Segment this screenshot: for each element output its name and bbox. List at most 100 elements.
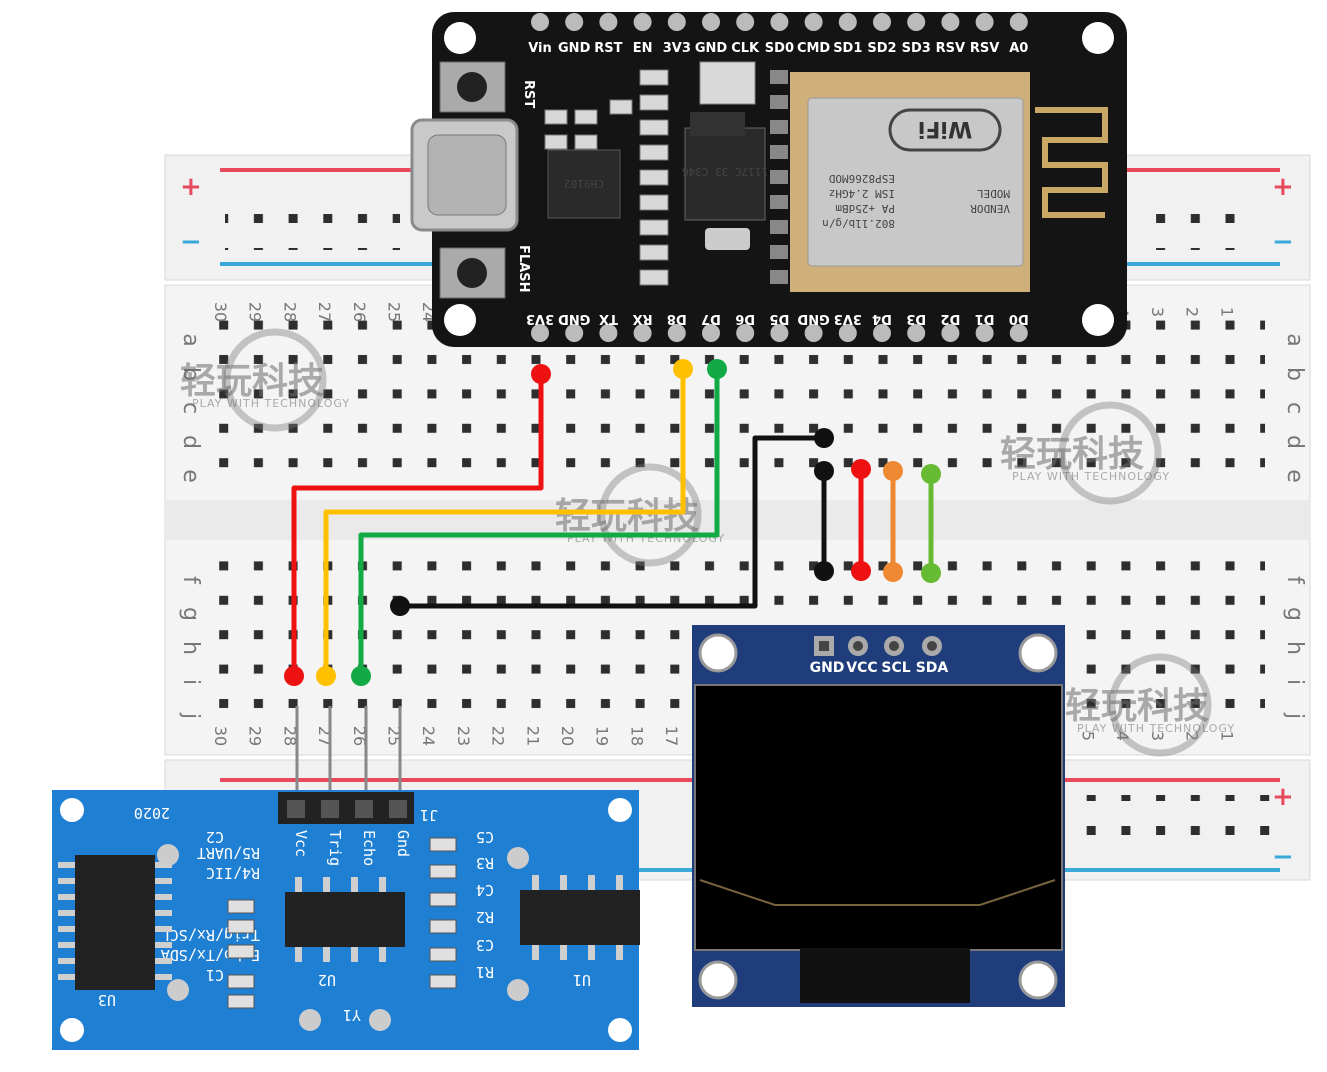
sensor-smd <box>227 994 255 1009</box>
sensor-smd <box>227 899 255 914</box>
wire-end <box>316 666 336 686</box>
pin-label: GND <box>797 311 830 326</box>
column-number: 30 <box>211 302 230 322</box>
sensor-pin-label: Echo <box>360 830 378 866</box>
row-letter: a <box>1282 333 1307 346</box>
sensor-part-label: C3 <box>476 936 494 954</box>
flash-label: FLASH <box>516 245 531 292</box>
row-letter: g <box>1282 607 1307 621</box>
wire-gnd-black <box>400 435 824 609</box>
wire-trig-yellow <box>323 369 686 676</box>
wire-end <box>531 364 551 384</box>
smd-resistor <box>639 144 669 161</box>
via-pad <box>167 979 189 1001</box>
smd-pad <box>770 195 788 209</box>
header-pin <box>804 324 823 342</box>
sensor-pin-label: Vcc <box>292 830 310 857</box>
header-pin <box>873 324 891 342</box>
svg-text:802.11b/g/n: 802.11b/g/n <box>822 217 895 230</box>
svg-text:PLAY WITH TECHNOLOGY: PLAY WITH TECHNOLOGY <box>1077 722 1235 735</box>
rail-minus-label: − <box>180 227 202 257</box>
wire-end <box>390 596 410 616</box>
sensor-part-label: U1 <box>573 971 591 989</box>
pin-label: D0 <box>1009 311 1029 326</box>
wire-end <box>921 563 941 583</box>
flash-button[interactable] <box>439 247 506 299</box>
header-pin <box>565 324 584 342</box>
sensor-smd <box>429 919 457 934</box>
svg-text:轻玩科技: 轻玩科技 <box>180 361 324 402</box>
pin-label: 3V3 <box>663 41 691 56</box>
wire-end <box>851 561 871 581</box>
smd-resistor <box>639 194 669 211</box>
mount-hole <box>608 1018 632 1042</box>
header-pin <box>565 13 584 31</box>
wire-end <box>851 459 871 479</box>
mount-hole <box>1018 633 1058 673</box>
row-letter: h <box>178 641 203 655</box>
wire-end <box>284 666 304 686</box>
pin-label: TX <box>599 311 618 326</box>
top-rail-holes-right <box>1140 190 1260 250</box>
header-pin <box>633 13 652 31</box>
column-number: 27 <box>315 302 334 322</box>
mount-hole <box>698 633 738 673</box>
mount-hole <box>1018 960 1058 1000</box>
column-number: 23 <box>454 726 473 746</box>
smd-pad <box>770 145 788 159</box>
oled-pin-label: GND <box>810 660 845 676</box>
sensor-pin-label: Trig <box>326 830 344 866</box>
row-letter: h <box>1282 641 1307 655</box>
header-pin <box>531 324 549 342</box>
pin-label: GND <box>695 41 728 56</box>
column-number: 28 <box>280 302 299 322</box>
pin-label: RSV <box>970 41 999 56</box>
mount-hole <box>444 22 476 54</box>
header-pin <box>770 13 789 31</box>
header-pin <box>1009 13 1028 31</box>
row-letter: c <box>178 402 203 414</box>
header-pin <box>838 324 857 342</box>
pin-label: SD1 <box>833 41 862 56</box>
sensor-smd <box>227 919 255 934</box>
smd-pad <box>770 220 788 234</box>
sensor-part-label: R3 <box>476 854 494 872</box>
sensor-note: R5/UART <box>197 844 260 862</box>
smd-capacitor <box>574 109 598 125</box>
column-number: 30 <box>211 726 230 746</box>
header-pin <box>873 13 891 31</box>
header-pin <box>1009 324 1028 342</box>
svg-text:MODEL: MODEL <box>977 187 1010 200</box>
pin-label: RX <box>633 311 653 326</box>
sensor-pin-label: Gnd <box>394 830 412 857</box>
smd-pad <box>770 170 788 184</box>
column-number: 28 <box>280 726 299 746</box>
sensor-chip-u3 <box>75 855 155 990</box>
rail-plus-label: + <box>1272 782 1294 812</box>
regulator-text: 1117C 33 C34G <box>682 165 768 178</box>
pin-label: RSV <box>936 41 965 56</box>
smd-resistor <box>639 219 669 236</box>
mount-hole <box>60 1018 84 1042</box>
row-letter: b <box>178 367 203 381</box>
header-pin <box>599 13 618 31</box>
via-pad <box>507 847 529 869</box>
header-pin <box>736 324 755 342</box>
sensor-part-label: C1 <box>206 966 224 984</box>
header-pin <box>702 324 720 342</box>
smd-resistor <box>639 119 669 136</box>
row-letter: e <box>178 469 203 483</box>
row-letter: j <box>1282 712 1307 719</box>
top-pin-header <box>531 13 1028 31</box>
column-number: 22 <box>489 726 508 746</box>
header-pin <box>838 13 857 31</box>
led <box>705 228 750 250</box>
sensor-chip-u2 <box>285 892 405 947</box>
svg-text:PLAY WITH TECHNOLOGY: PLAY WITH TECHNOLOGY <box>192 397 350 410</box>
smd-resistor <box>639 269 669 286</box>
column-number: 17 <box>662 726 681 746</box>
smd-capacitor <box>609 99 633 115</box>
header-pin <box>531 13 549 31</box>
sensor-part-label: U3 <box>98 991 116 1009</box>
